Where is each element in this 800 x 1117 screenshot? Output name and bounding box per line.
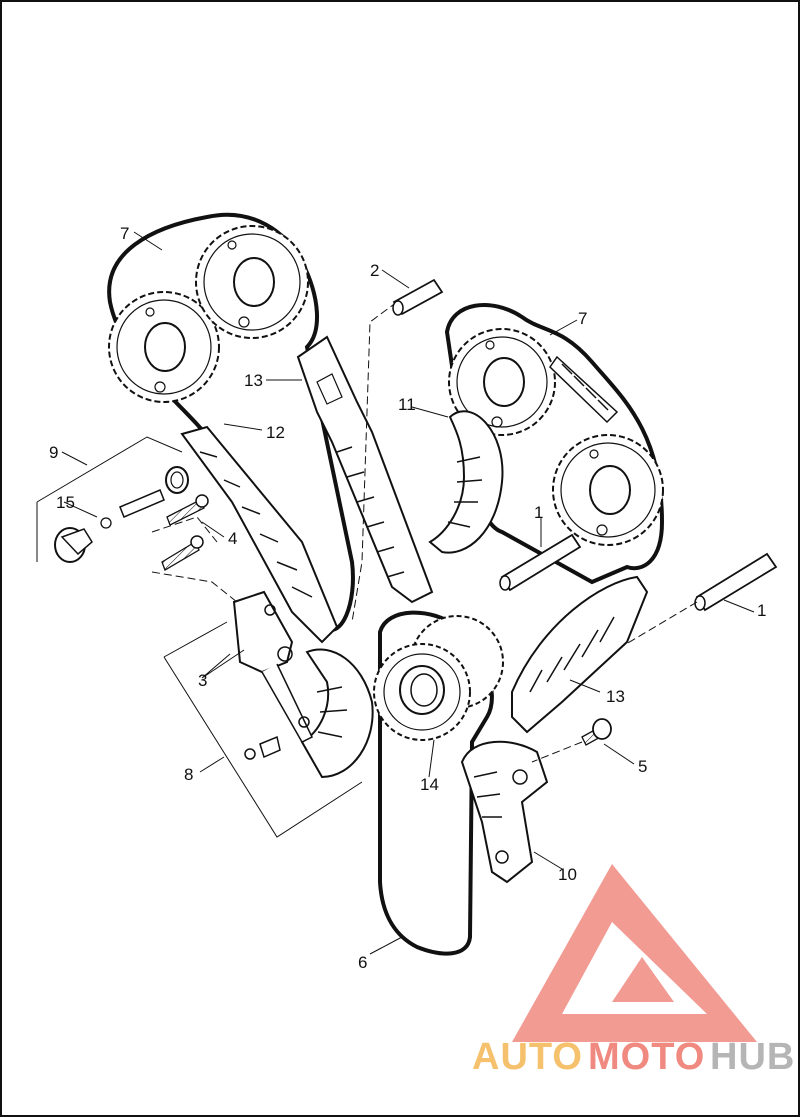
watermark-auto: AUTO (472, 1036, 583, 1078)
callout-15: 15 (56, 493, 75, 512)
leader-lines (61, 231, 755, 955)
callout-13-bottom: 13 (606, 687, 625, 706)
callout-7-right: 7 (578, 309, 587, 328)
part-1-pin-right (694, 552, 778, 612)
part-1-pin-mid (499, 533, 582, 592)
sprocket-left-upper (195, 225, 309, 339)
chain-left (107, 212, 355, 633)
callout-5: 5 (638, 757, 647, 776)
alignment-line-right (561, 601, 698, 683)
callout-13-top: 13 (244, 371, 263, 390)
sprocket-right-upper (448, 328, 556, 436)
part-8-tensioner-assembly (232, 590, 374, 779)
watermark-text: AUTO MOTO HUB (472, 1036, 795, 1078)
part-14-crank-sprocket (373, 615, 504, 741)
alignment-line-center (351, 301, 398, 623)
part-5-bolt (581, 718, 612, 746)
chain-segment-detail (549, 355, 619, 424)
callout-1-mid: 1 (534, 503, 543, 522)
callout-1-right: 1 (757, 601, 766, 620)
part-11-tensioner-guide (428, 410, 504, 554)
part-13-guide-rail-bottom (511, 575, 649, 734)
bracket-part-8 (163, 621, 363, 838)
alignment-line-bolt-5 (531, 741, 583, 763)
watermark-logo (512, 864, 757, 1042)
part-2-dowel-pin (392, 278, 444, 316)
callout-8: 8 (184, 765, 193, 784)
watermark-hub: HUB (710, 1036, 795, 1078)
bracket-part-9 (36, 436, 183, 562)
callout-2: 2 (370, 261, 379, 280)
chain-crank (378, 610, 494, 956)
callout-6: 6 (358, 953, 367, 972)
part-12-chain-guide (180, 425, 339, 644)
callout-11: 11 (398, 395, 416, 414)
part-9-tensioner-plunger (100, 466, 189, 529)
alignment-lines-bolts (151, 516, 238, 603)
callout-4: 4 (228, 529, 237, 548)
callout-9: 9 (49, 443, 58, 462)
sprocket-left-lower (108, 291, 220, 403)
part-15-plug (54, 527, 93, 563)
callout-14: 14 (420, 775, 439, 794)
callout-3: 3 (198, 671, 207, 690)
callout-12: 12 (266, 423, 285, 442)
callout-10: 10 (558, 865, 577, 884)
part-4-bolts (161, 494, 209, 571)
part-10-tensioner-arm (460, 740, 549, 884)
watermark-moto: MOTO (588, 1036, 705, 1078)
callout-7-left: 7 (120, 224, 129, 243)
sprocket-right-lower (552, 434, 664, 546)
